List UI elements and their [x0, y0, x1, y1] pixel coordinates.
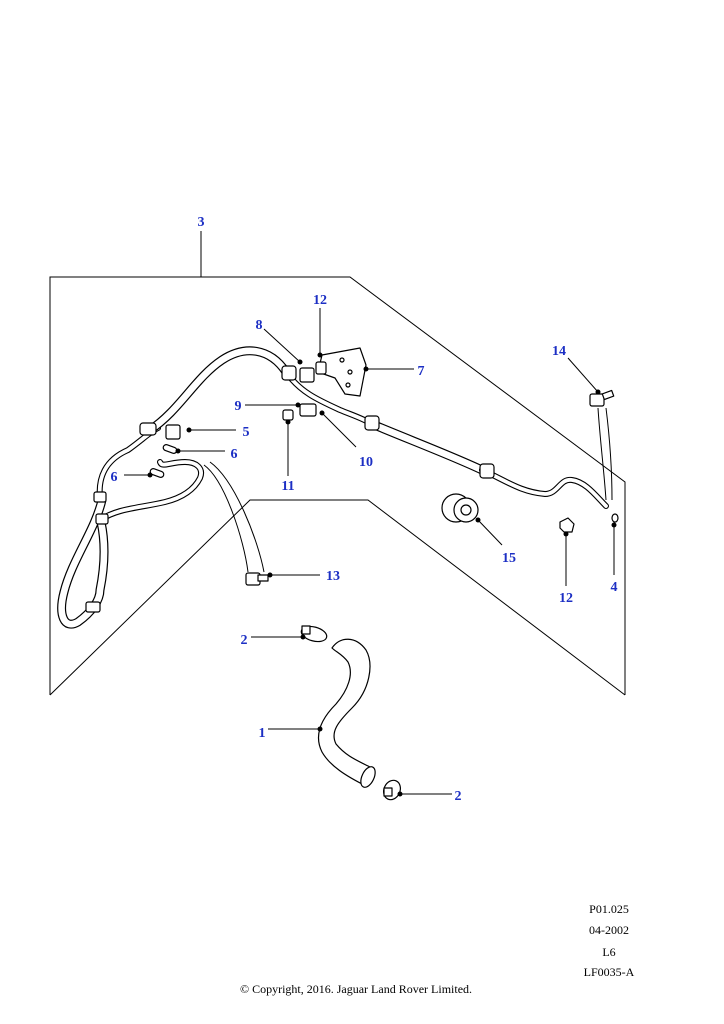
hose-leader-lines	[203, 407, 613, 573]
copyright-notice: © Copyright, 2016. Jaguar Land Rover Lim…	[239, 982, 473, 996]
callout-6-left: 6	[111, 470, 118, 485]
callout-8: 8	[256, 318, 263, 333]
reference-model: L6	[602, 945, 616, 959]
nut-12-lower	[559, 517, 575, 533]
return-hose	[317, 638, 376, 788]
callout-1: 1	[259, 726, 266, 741]
callout-15: 15	[502, 551, 516, 566]
leaders	[124, 308, 617, 797]
callout-12-upper: 12	[313, 293, 327, 308]
clip-4	[611, 513, 619, 523]
callout-2-upper: 2	[241, 633, 248, 648]
hose-clip	[299, 361, 327, 383]
bolt-14	[589, 389, 615, 407]
callout-5: 5	[243, 425, 250, 440]
reference-code: P01.025	[589, 902, 629, 916]
pipe-clamp	[282, 403, 317, 421]
reference-figure: LF0035-A	[583, 965, 635, 979]
callout-9: 9	[235, 399, 242, 414]
hose-clamp-lower	[383, 779, 401, 801]
callout-10: 10	[359, 455, 373, 470]
seal-6	[149, 444, 178, 478]
callout-2-lower: 2	[455, 789, 462, 804]
callout-6-right: 6	[231, 447, 238, 462]
callout-3: 3	[198, 215, 205, 230]
reference-date: 04-2002	[589, 923, 629, 937]
callout-4: 4	[611, 580, 618, 595]
assembly-frame	[49, 231, 626, 696]
hose-clamp-upper	[300, 625, 328, 643]
callout-13: 13	[326, 569, 340, 584]
bolt-13	[245, 572, 269, 586]
callout-12-lower: 12	[559, 591, 573, 606]
callout-labels: 3 12 8 14 7 9 5 6 10 6 11 15 13 4 12 2 1…	[111, 215, 618, 804]
pressure-hose-assembly	[57, 346, 609, 629]
mounting-bracket	[317, 347, 367, 397]
callout-11: 11	[281, 479, 294, 494]
callout-7: 7	[418, 364, 425, 379]
damper-15	[441, 493, 479, 523]
fitting-5	[165, 424, 181, 440]
callout-14: 14	[552, 344, 566, 359]
